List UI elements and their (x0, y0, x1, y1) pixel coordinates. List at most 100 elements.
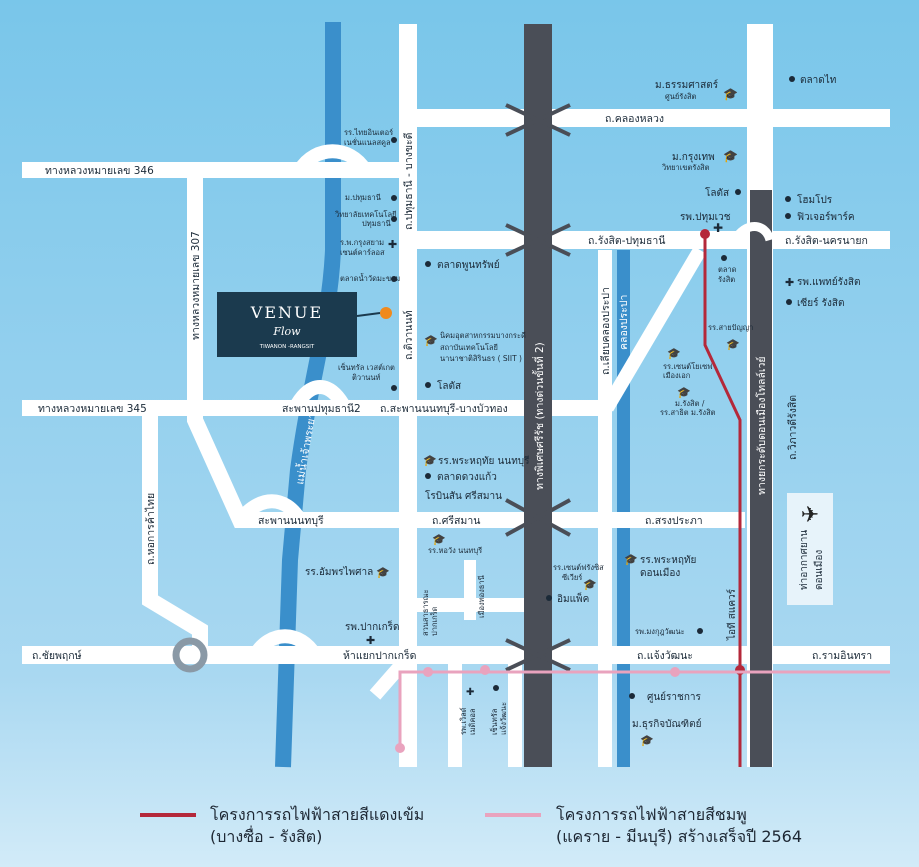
poi-siit-2: สถาบันเทคโนโลยี (440, 343, 498, 352)
poi-lotus-2: โลตัส (437, 379, 461, 392)
poi-puntarat-market: ตลาดพูนทรัพย์ (437, 259, 500, 271)
road-pak-kret-ramp (369, 650, 416, 700)
poi-lotus-1: โลตัส (705, 186, 729, 199)
poi-siit-1: นิคมอุตสาหกรรมบางกระดี (440, 331, 526, 340)
dot-icon (546, 595, 552, 601)
label-chaiyaphruek: ถ.ชัยพฤกษ์ (32, 649, 82, 662)
school-icon: 🎓 (583, 578, 597, 591)
poi-duangkaew: ตลาดดวงแก้ว (437, 471, 497, 483)
school-icon: 🎓 (624, 553, 638, 566)
poi-pathumthani-u: ม.ปทุมธานี (345, 193, 381, 202)
label-ram-intra: ถ.รามอินทรา (812, 650, 872, 662)
poi-talad-rangsit-1: ตลาด (718, 265, 737, 274)
road-hwy307 (187, 170, 300, 528)
poi-park-2: ปากเกร็ด (429, 606, 439, 636)
dot-icon (493, 685, 499, 691)
school-icon: 🎓 (677, 386, 691, 399)
road-bridge-nonthaburi (234, 494, 306, 525)
school-icon: 🎓 (723, 149, 738, 163)
pink-line-route (398, 670, 890, 748)
poi-patnam-market: ตลาดน้ำวัดมะขาม (340, 273, 400, 283)
poi-central-westgate-2: ติวานนท์ (352, 373, 381, 382)
venue-script: Flow (272, 325, 301, 338)
poi-amporn: รร.อัมพรไพศาล (305, 566, 373, 578)
poi-world-medical-1: รพ.เวิลด์ (459, 707, 468, 735)
school-icon: 🎓 (424, 334, 438, 347)
rangsit-interchange (731, 222, 775, 243)
poi-it-square: ไอที สแควร์ (726, 588, 738, 641)
poi-robinson: โรบินสัน ศรีสมาน (425, 489, 502, 502)
label-sriman: ถ.ศรีสมาน (432, 514, 480, 527)
school-icon: 🎓 (423, 454, 437, 467)
road-bridge-chaiyaphruek (249, 629, 321, 660)
pink-line-station-1 (395, 743, 405, 753)
dot-icon (391, 137, 397, 143)
dot-icon (789, 76, 795, 82)
poi-govcenter: ศูนย์ราชการ (647, 691, 701, 703)
poi-world-medical-2: เมดิคอล (468, 709, 477, 736)
road-rangsit-diagonal (600, 246, 707, 412)
poi-thai-inter-2: เนชั่นแนลสคูล (344, 137, 391, 147)
poi-krungsiam-1: ร.พ.กรุงสยาม (340, 238, 384, 247)
hospital-icon: ✚ (713, 221, 723, 235)
road-bridge-346 (294, 144, 371, 175)
label-pathum2-bridge: สะพานปทุมธานี2 (282, 402, 361, 415)
poi-st-john-1: รร.เซนต์โยเซฟ (663, 362, 712, 371)
school-icon: 🎓 (723, 87, 738, 101)
legend: โครงการรถไฟฟ้าสายสีแดงเข้ม (บางซื่อ - รั… (140, 805, 802, 847)
road-pathum2-bridge (288, 380, 352, 412)
venue-box[interactable] (217, 292, 357, 357)
pink-line-station-3 (480, 665, 490, 675)
poi-impact: อิมแพ็ค (557, 591, 589, 605)
dot-icon (425, 473, 431, 479)
red-line-station-rangsit (700, 229, 710, 239)
label-hwy346: ทางหลวงหมายเลข 346 (45, 165, 154, 177)
dot-icon (785, 196, 791, 202)
label-liap-khlong-prapa: ถ.เลียบคลองประปา (599, 287, 612, 375)
label-vibhavadi: ถ.วิภาวดีรังสิต (786, 395, 799, 460)
airport-label-1: ท่าอากาศยาน (799, 530, 810, 590)
label-mueang-thong: เมืองทองธานี (477, 575, 486, 618)
chao-phraya-river (275, 22, 341, 768)
poi-market-thai: ตลาดไท (800, 74, 836, 86)
label-pathum-bangkadi: ถ.ปทุมธานี - บางขะดี (402, 133, 415, 230)
dot-icon (786, 299, 792, 305)
poi-central-westgate-1: เซ็นทรัล เวสต์เกต (338, 362, 395, 372)
venue-pointer (356, 312, 381, 317)
hospital-icon: ✚ (388, 238, 397, 251)
label-khlong-prapa: คลองประปา (618, 295, 630, 350)
poi-rangsit-u-2: รร.สาธิต ม.รังสิต (660, 408, 716, 417)
poi-phrathuk-2a: รร.พระหฤทัย (640, 555, 696, 566)
poi-st-francis-1: รร.เซนต์ฟรังซิส (553, 563, 604, 572)
legend-pink-line-2: (แคราย - มีนบุรี) สร้างเสร็จปี 2564 (556, 826, 802, 847)
dot-icon (425, 382, 431, 388)
dot-icon (735, 189, 741, 195)
legend-red-line-2: (บางซื่อ - รังสิต) (210, 825, 322, 846)
poi-phrathuk-1: รร.พระหฤทัย นนทบุรี (438, 455, 530, 467)
poi-rangsit-u-1: ม.รังสิต / (675, 399, 705, 408)
poi-thai-inter-1: รร.ไทยอินเตอร์ (344, 128, 393, 137)
school-icon: 🎓 (667, 347, 681, 360)
venue-location-marker[interactable] (380, 307, 392, 319)
poi-thammasat-2: ศูนย์รังสิต (665, 92, 697, 101)
poi-phyathai-rangsit: รพ.แพทย์รังสิต (797, 276, 860, 288)
label-rangsit-nakhonnayok: ถ.รังสิต-นครนายก (785, 235, 868, 247)
label-nonthaburi-bangbuathong: ถ.สะพานนนทบุรี-บางบัวทอง (380, 402, 508, 415)
poi-talad-rangsit-2: รังสิต (718, 275, 735, 284)
poi-sai-panya: รร.สายปัญญา (708, 323, 753, 332)
poi-central-chaeng-1: เซ็นทรัล (489, 709, 499, 735)
dot-icon (629, 693, 635, 699)
label-tiwanon: ถ.ติวานนท์ (402, 310, 415, 360)
label-pak-kret-junction: ห้าแยกปากเกร็ด (343, 648, 416, 662)
poi-future-park: ฟิวเจอร์พาร์ค (797, 211, 855, 223)
label-tollway: ทางยกระดับดอนเมืองโทลล์เวย์ (755, 356, 768, 495)
dot-icon (391, 216, 397, 222)
dot-icon (721, 255, 727, 261)
dot-icon (391, 195, 397, 201)
poi-park-1: สวนสาธารณะ (421, 589, 430, 636)
poi-zeer-rangsit: เซียร์ รังสิต (797, 297, 844, 309)
poi-pakkret-hosp: รพ.ปากเกร็ด (345, 619, 400, 633)
school-icon: 🎓 (640, 734, 654, 747)
dot-icon (697, 628, 703, 634)
poi-st-francis-2: ซีเวียร์ (562, 573, 582, 582)
